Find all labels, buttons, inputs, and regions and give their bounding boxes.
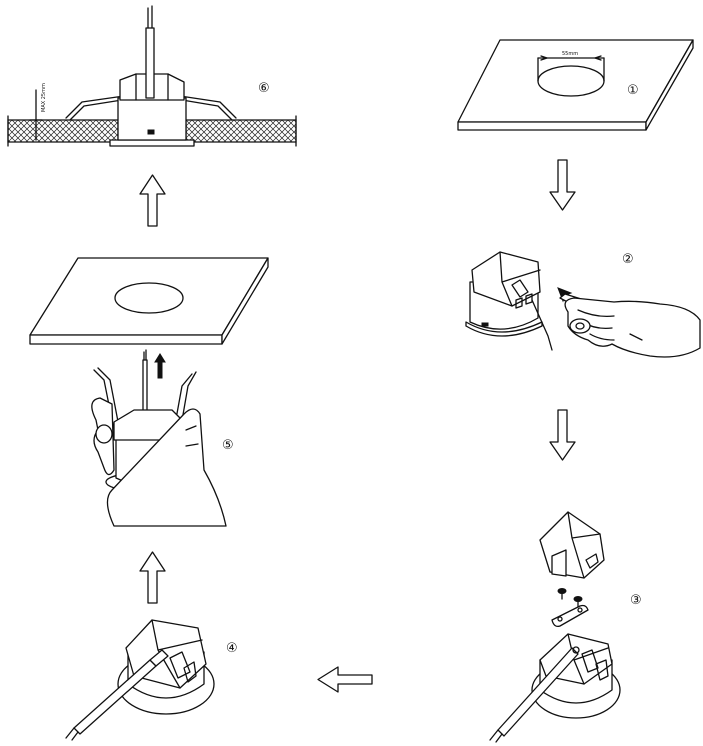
step-4-cover-refitted: ④ — [65, 619, 238, 741]
step-3-cover-removed: ③ — [489, 511, 642, 743]
flow-arrow-icon — [549, 409, 576, 461]
step-5-insert-into-ceiling: ⑤ — [29, 257, 269, 527]
ceiling-thickness-label: MAX 25mm — [41, 83, 47, 112]
step-2-fixture-with-screwdriver: ② — [465, 251, 701, 358]
flow-arrow-icon — [139, 551, 166, 604]
step-1-number: ① — [627, 83, 639, 98]
step-2-number: ② — [622, 252, 634, 267]
step-6-number: ⑥ — [258, 81, 270, 96]
step-1-ceiling-board: 55mm ① — [457, 39, 694, 131]
flow-arrow-icon — [317, 666, 373, 693]
flow-arrow-icon — [139, 174, 166, 227]
hole-size-label: 55mm — [562, 51, 578, 57]
step-4-number: ④ — [226, 641, 238, 656]
screw-icon — [557, 588, 583, 608]
step-6-installed: MAX 25mm ⑥ — [7, 5, 297, 147]
step-3-number: ③ — [630, 593, 642, 608]
step-5-number: ⑤ — [222, 438, 234, 453]
flow-arrow-icon — [549, 159, 576, 211]
